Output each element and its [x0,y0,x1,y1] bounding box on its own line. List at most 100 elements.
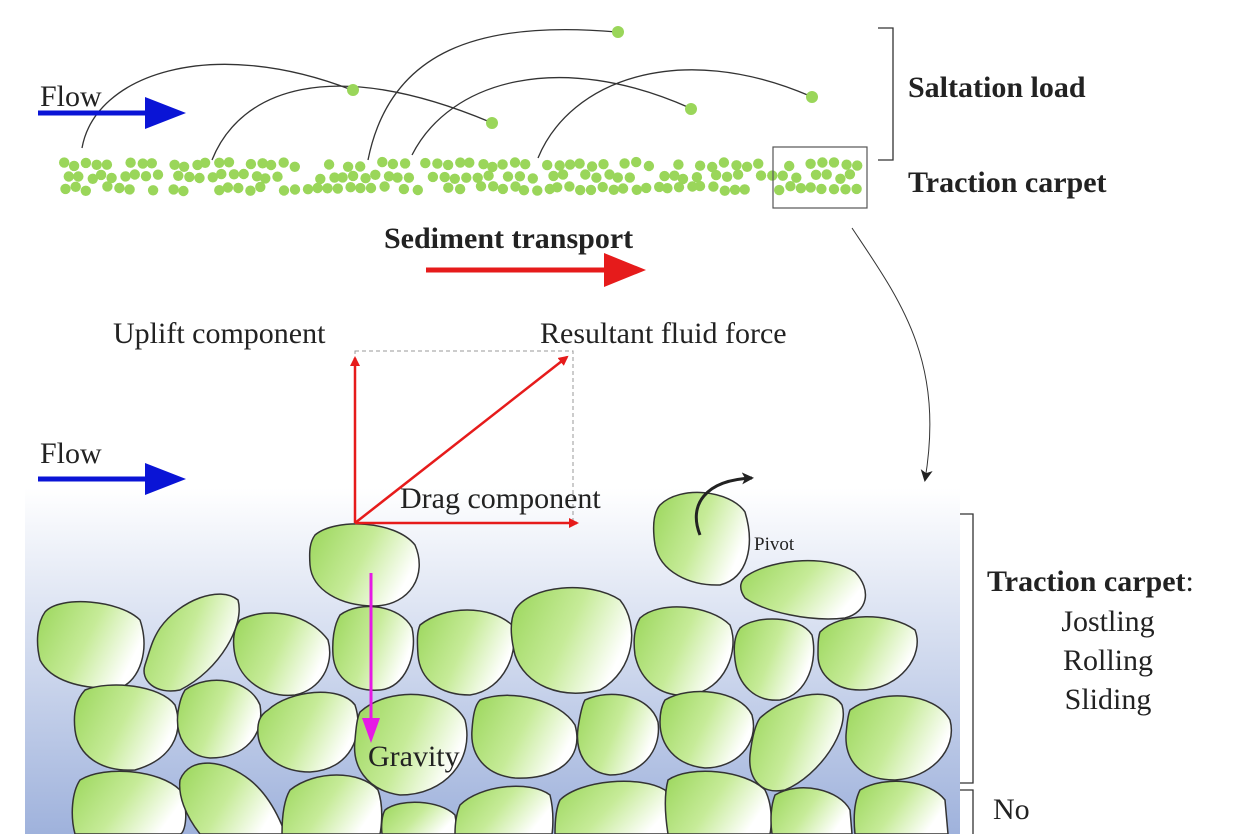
carpet-grain [63,171,74,182]
carpet-grain [662,183,673,194]
carpet-grain [767,170,778,181]
carpet-grain [575,184,586,196]
carpet-grain [442,159,454,171]
carpet-grain [514,171,526,182]
carpet-grain [554,160,565,171]
carpet-grain [272,171,283,182]
carpet-grain [753,158,764,169]
carpet-grain [532,185,543,196]
carpet-grain [399,158,411,169]
carpet-grain [805,158,816,169]
carpet-grain [427,171,439,183]
carpet-grain [355,161,366,172]
carpet-grain [718,157,730,168]
carpet-grain [223,157,235,168]
carpet-grain [497,183,509,195]
bed-panel: Pivot Gravity Uplift component Resultant… [25,317,1194,834]
carpet-grain [91,159,102,170]
carpet-grain [488,181,499,192]
carpet-grain [322,183,333,194]
carpet-grain [542,159,553,171]
carpet-grain [120,171,131,182]
resultant-fluid-force-label: Resultant fluid force [540,317,787,350]
carpet-grain [173,170,184,181]
carpet-grain [365,182,377,194]
carpet-grain [509,157,521,168]
lifted-grain [308,523,420,607]
carpet-grain [774,184,785,196]
carpet-grain [87,173,99,184]
carpet-grain [631,184,642,195]
carpet-grain [265,159,277,171]
carpet-grain [238,168,249,180]
carpet-grain [152,169,164,180]
carpet-grain [345,182,356,193]
carpet-grain [398,183,410,195]
carpet-grain [552,182,563,193]
sediment-transport-label: Sediment transport [384,222,633,255]
carpet-grain [312,182,323,194]
carpet-grain [564,159,576,170]
mode-sliding: Sliding [1065,683,1152,716]
carpet-grain [370,169,381,180]
carpet-grain [257,158,268,169]
carpet-grain [207,172,218,183]
carpet-grain [691,172,703,183]
carpet-grain [731,160,742,171]
carpet-grain [455,157,466,168]
gravity-arrow [362,573,380,743]
carpet-grain [817,157,828,168]
carpet-grain [669,170,680,181]
carpet-grain [694,160,706,171]
carpet-grain [337,172,348,183]
carpet-grain [673,159,684,170]
carpet-grain [140,171,152,182]
carpet-grain [586,161,598,172]
traction-carpet-grains [58,156,863,197]
carpet-grain [214,185,225,196]
carpet-grain [342,161,354,172]
carpet-grain [233,182,244,194]
carpet-grain [302,184,314,195]
flow-label-bottom: Flow [40,437,102,470]
carpet-grain [835,173,846,184]
no-movement-bracket [960,789,974,834]
carpet-grain [251,171,263,182]
carpet-grain [289,184,301,195]
carpet-grain [478,159,489,170]
carpet-grain [439,171,450,183]
carpet-grain [687,181,698,192]
carpet-grain [178,161,190,172]
carpet-grain [673,182,685,193]
carpet-grain [557,169,569,180]
drag-component-label: Drag component [400,482,601,515]
carpet-grain [168,184,179,195]
carpet-grain [619,158,630,169]
carpet-grain [184,171,195,183]
carpet-grain [464,157,475,168]
pivot-rotation-arrow [694,472,754,536]
carpet-grain [828,157,840,168]
traction-carpet-label-top: Traction carpet [908,166,1107,199]
carpet-grain [403,172,415,183]
carpet-grain [329,172,340,183]
carpet-grain [510,181,521,192]
carpet-grain [137,158,148,169]
carpet-grain [178,185,189,197]
carpet-grain [68,160,80,172]
mode-jostling: Jostling [1061,605,1154,638]
carpet-grain [805,182,816,193]
carpet-grain [659,170,670,182]
flow-arrow-top [38,97,186,129]
carpet-grain [597,181,608,193]
carpet-grain [228,169,240,180]
carpet-grain [360,173,371,184]
saltation-load-label: Saltation load [908,71,1086,104]
carpet-grain [564,181,575,192]
saltation-bracket [878,27,894,161]
pivot-label: Pivot [754,534,795,555]
carpet-grain [124,184,135,195]
carpet-grain [852,160,863,171]
carpet-grain [707,161,718,173]
carpet-grain [289,161,300,172]
